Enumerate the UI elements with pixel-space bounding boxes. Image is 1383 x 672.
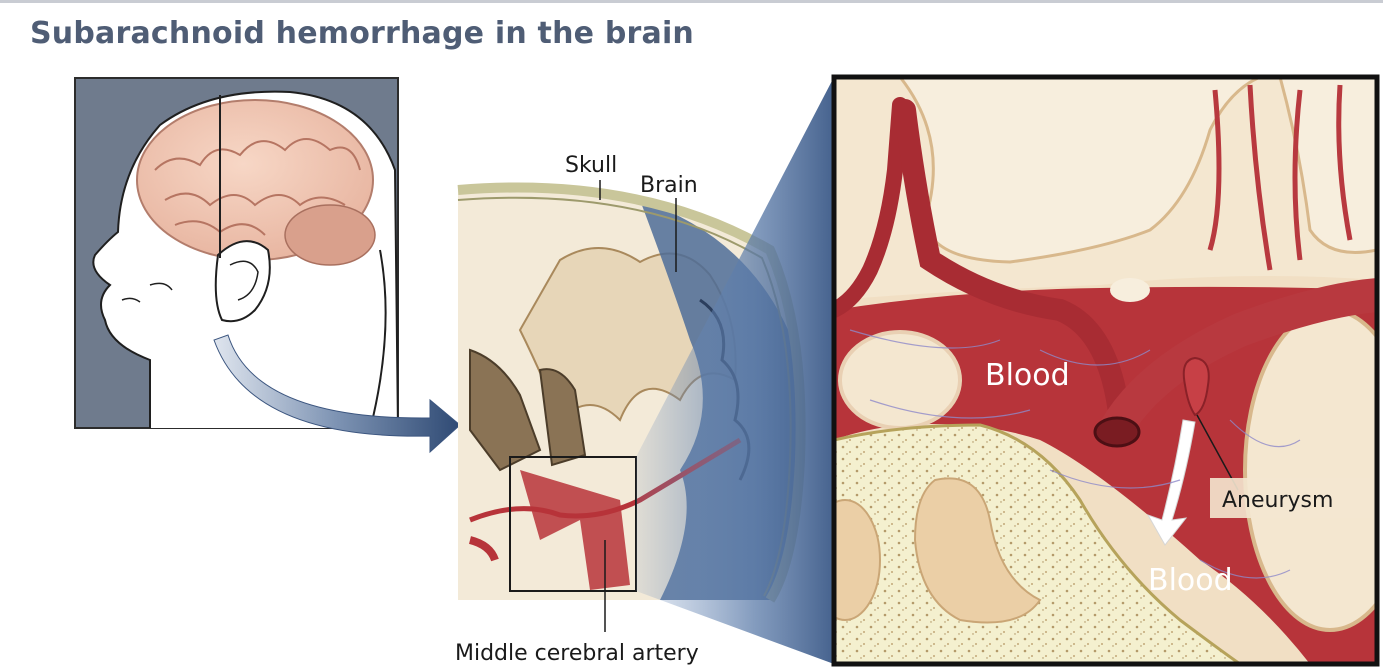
cerebellum [285, 205, 375, 265]
label-middle-cerebral-artery: Middle cerebral artery [455, 641, 699, 666]
label-skull: Skull [565, 153, 617, 178]
label-blood-lower: Blood [1148, 563, 1233, 598]
label-aneurysm: Aneurysm [1222, 488, 1333, 513]
zoom-detail-panel: Blood Blood Aneurysm [810, 77, 1383, 664]
label-brain: Brain [640, 173, 698, 198]
label-blood-upper: Blood [985, 358, 1070, 393]
